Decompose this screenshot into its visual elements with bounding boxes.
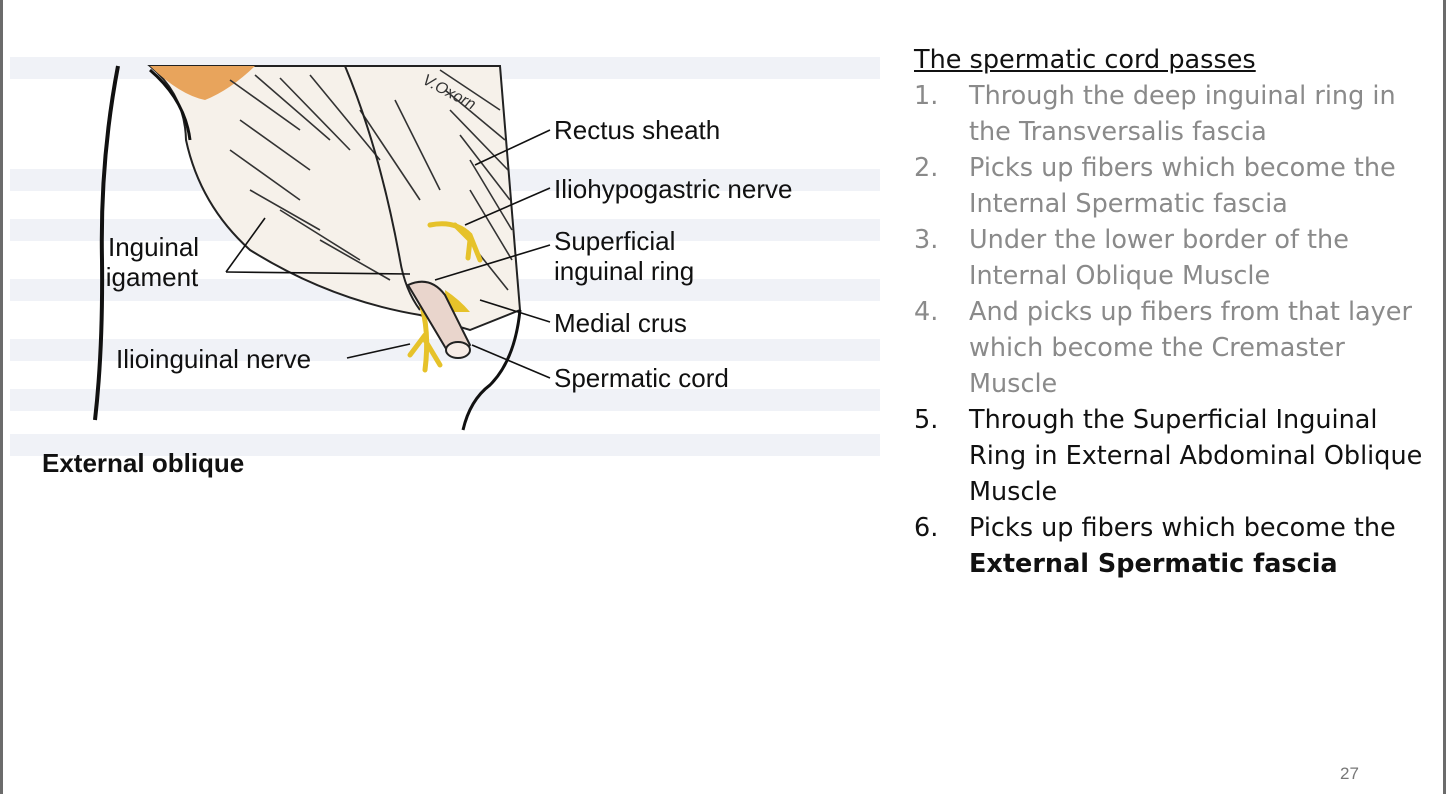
list-item: 3. Under the lower border of the Interna… [914, 222, 1424, 294]
list-item-number: 4. [914, 297, 939, 327]
label-iliohypogastric-nerve: Iliohypogastric nerve [554, 174, 793, 204]
body-outline [93, 65, 120, 421]
spermatic-cord-end [445, 341, 471, 359]
label-rectus-sheath: Rectus sheath [554, 115, 721, 145]
list-item: 2. Picks up fibers which become the Inte… [914, 150, 1424, 222]
label-ilioinguinal-nerve: Ilioinguinal nerve [116, 344, 312, 374]
list-heading: The spermatic cord passes [914, 45, 1256, 75]
list-item-number: 2. [914, 153, 939, 183]
page-number: 27 [1340, 764, 1359, 783]
list-item: 1. Through the deep inguinal ring in the… [914, 78, 1424, 150]
iliohypogastric-nerve-shape [427, 221, 483, 263]
leader-lines [225, 129, 551, 379]
list-item-number: 1. [914, 81, 939, 111]
list-item-text: Under the lower border of the Internal O… [969, 225, 1349, 291]
label-inguinal-ligament-2: ligament [100, 262, 199, 292]
text-panel: The spermatic cord passes 1. Through the… [914, 42, 1424, 582]
list-item-number: 3. [914, 225, 939, 255]
list-item: 6. Picks up fibers which become the Exte… [914, 510, 1424, 582]
list-item: 4. And picks up fibers from that layer w… [914, 294, 1424, 402]
list-item-text: Picks up fibers which become the Interna… [969, 153, 1396, 219]
list-item-text-bold: External Spermatic fascia [969, 549, 1338, 579]
label-inguinal-ligament-1: Inguinal [108, 232, 200, 262]
list-item-text: Through the Superficial Inguinal Ring in… [969, 405, 1423, 507]
anatomy-illustration [10, 57, 880, 456]
list-item-number: 6. [914, 513, 939, 543]
list-item-text: Picks up fibers which become the Externa… [969, 510, 1424, 582]
list-item: 5. Through the Superficial Inguinal Ring… [914, 402, 1424, 510]
anatomy-figure: V.Oxorn Rectus sheath Iliohypogastric ne… [0, 0, 900, 520]
list-item-number: 5. [914, 405, 939, 435]
label-superficial-inguinal-ring-1: Superficial [554, 226, 676, 256]
figure-caption: External oblique [42, 448, 245, 478]
fat-tissue [150, 66, 255, 100]
list-item-text: Through the deep inguinal ring in the Tr… [969, 81, 1396, 147]
label-medial-crus: Medial crus [554, 308, 687, 338]
label-spermatic-cord: Spermatic cord [554, 363, 729, 393]
label-superficial-inguinal-ring-2: inguinal ring [554, 256, 695, 286]
steps-list: 1. Through the deep inguinal ring in the… [914, 78, 1424, 582]
list-item-text-prefix: Picks up fibers which become the [969, 513, 1396, 543]
list-item-text: And picks up fibers from that layer whic… [969, 297, 1412, 399]
